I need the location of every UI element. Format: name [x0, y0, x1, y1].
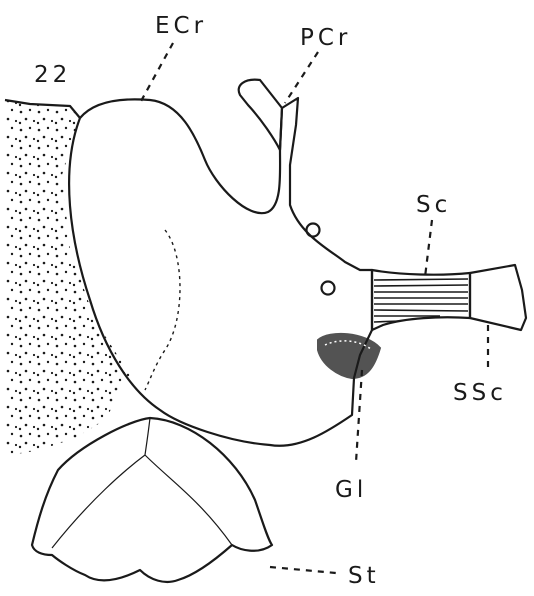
sternum-st-seam-2	[52, 455, 145, 548]
label-ssc: SSc	[453, 380, 507, 406]
foramen-lower	[322, 282, 335, 295]
foramen-upper	[307, 224, 320, 237]
ssc-fan	[470, 265, 526, 330]
leader-ecr	[140, 43, 173, 103]
sc-striations	[374, 279, 468, 322]
gl-gland	[318, 334, 380, 378]
leader-gl	[356, 370, 362, 462]
label-pcr: PCr	[300, 25, 351, 51]
figure-number: 22	[34, 62, 71, 88]
label-gl: Gl	[335, 477, 367, 503]
leader-st	[270, 567, 336, 573]
sternum-st-seam-1	[145, 418, 232, 545]
label-sc: Sc	[416, 192, 451, 218]
label-st: St	[348, 563, 380, 589]
inner-fold-line	[145, 230, 180, 390]
process-pcr	[239, 80, 282, 150]
label-ecr: ECr	[155, 13, 207, 39]
sternum-st	[32, 418, 272, 582]
leader-sc	[425, 220, 432, 277]
left-lobe-region	[5, 100, 130, 456]
leader-pcr	[285, 52, 318, 103]
